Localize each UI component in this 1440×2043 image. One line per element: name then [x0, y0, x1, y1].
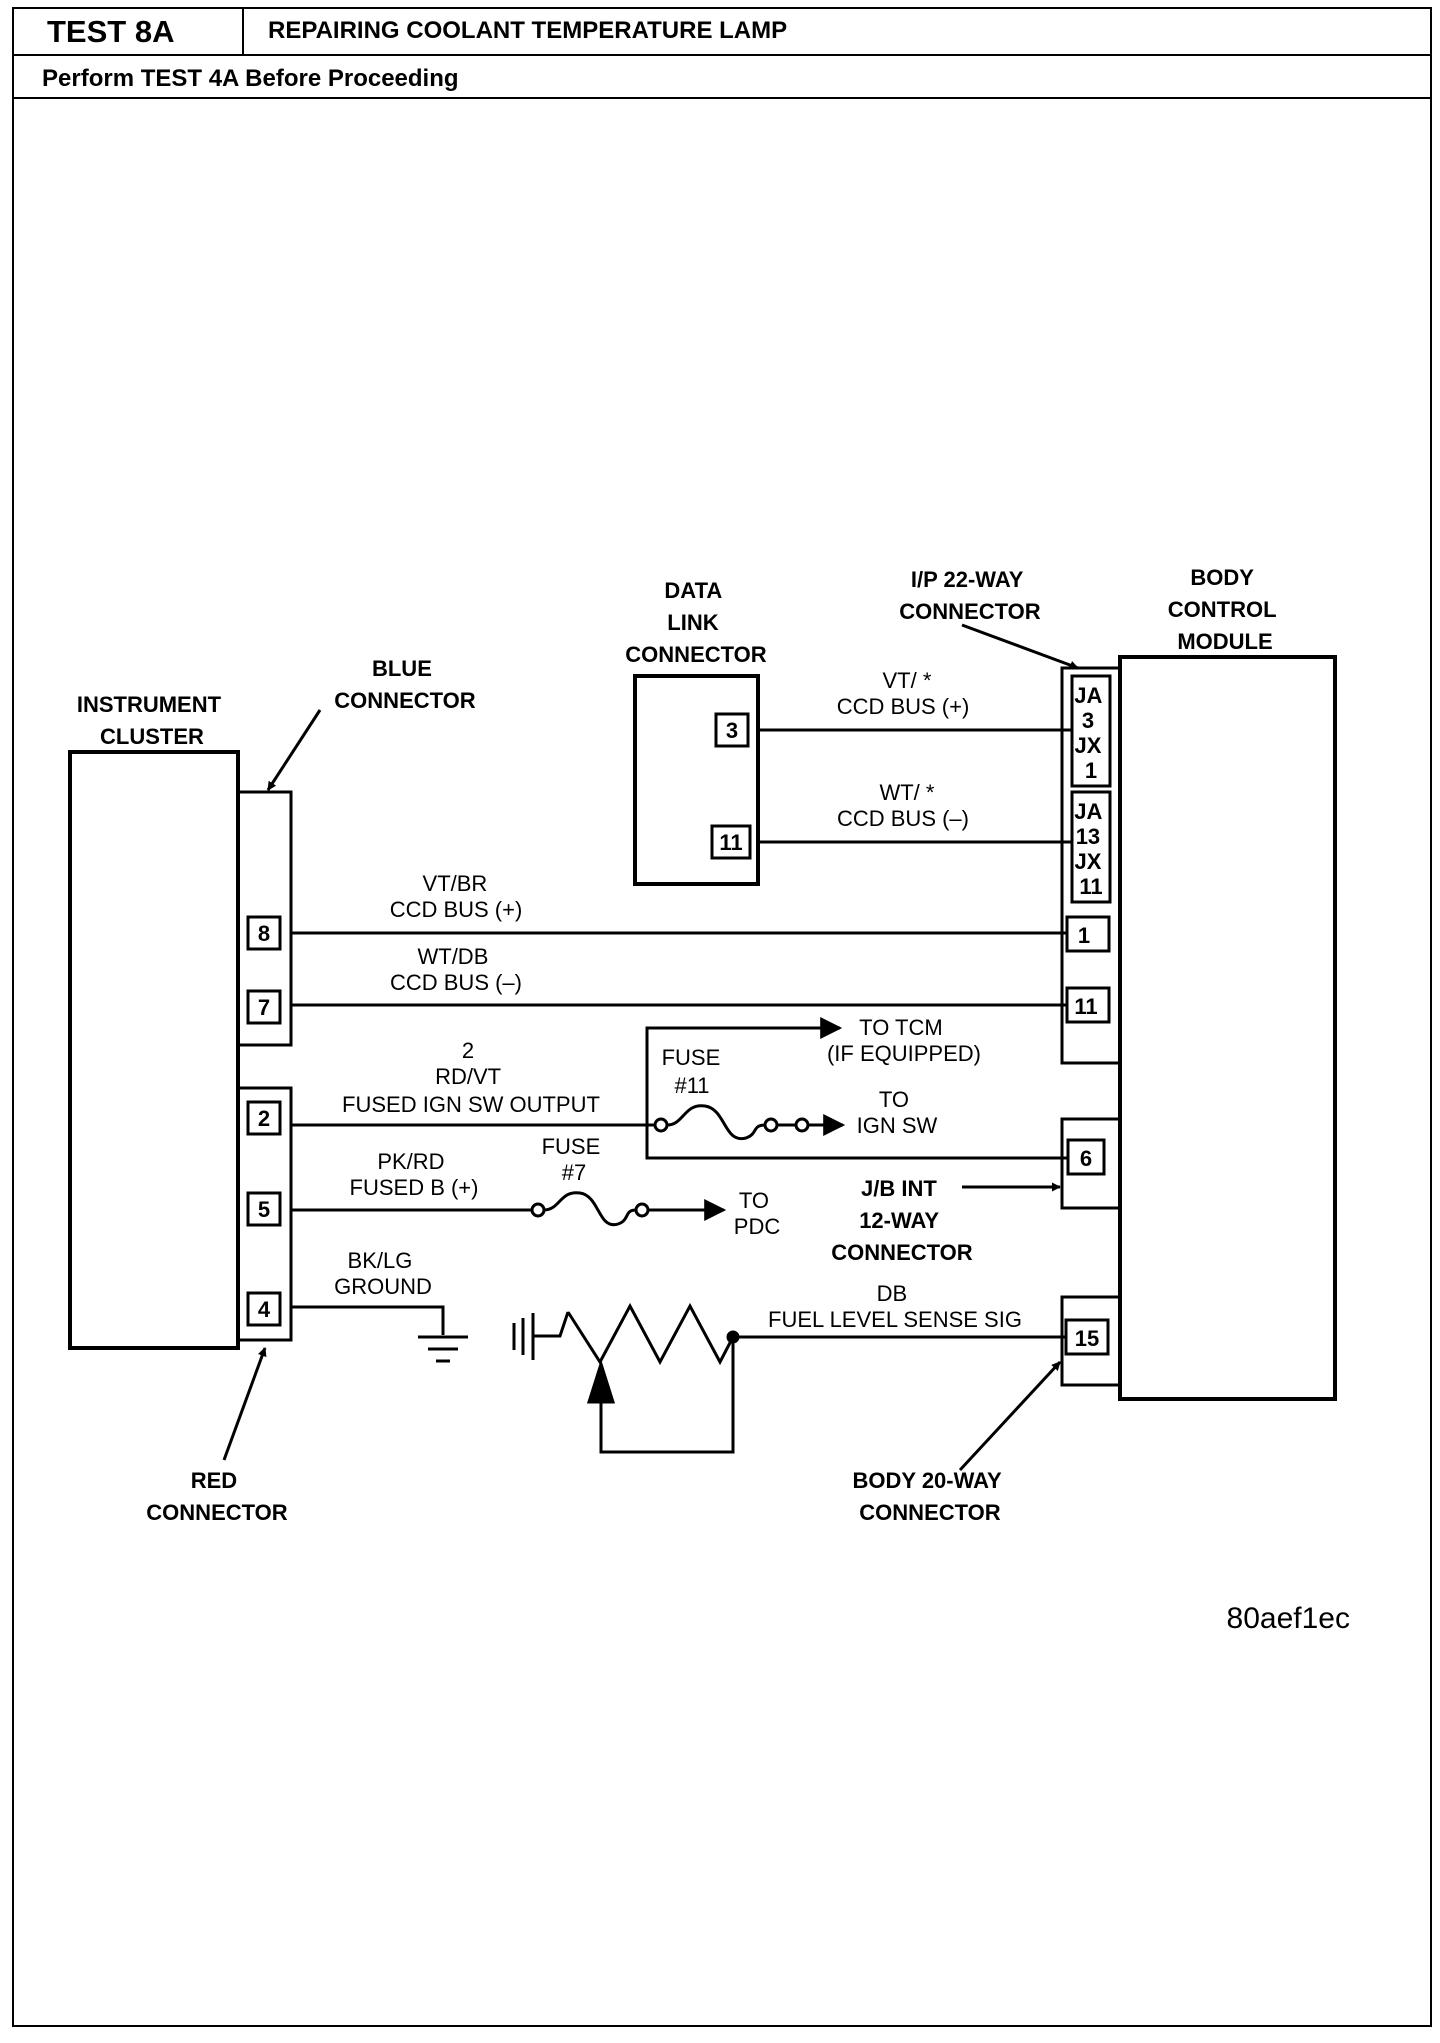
bcm-pin-1: 1: [1078, 923, 1090, 948]
wires: [291, 728, 1072, 1339]
battery-ground-icon: [512, 1311, 570, 1360]
ground-symbol-icon: [418, 1335, 468, 1363]
cluster-pin-5: 5: [258, 1197, 270, 1222]
variable-resistor-icon: [566, 1302, 740, 1454]
cluster-pin-4: 4: [258, 1297, 271, 1322]
wire-label-bus-plus: VT/BR CCD BUS (+): [390, 871, 523, 922]
bcm-pin-15: 15: [1075, 1326, 1099, 1351]
instrument-cluster-box: [68, 750, 240, 1350]
fuse-11-label: FUSE #11: [662, 1045, 727, 1098]
blue-connector-label: BLUE CONNECTOR: [334, 656, 475, 713]
cluster-pin-7: 7: [258, 995, 270, 1020]
prerequisite-note: Perform TEST 4A Before Proceeding: [42, 65, 459, 92]
pdc-destination: TO PDC: [734, 1188, 781, 1239]
test-title: REPAIRING COOLANT TEMPERATURE LAMP: [268, 17, 787, 44]
wire-label-fused-b: PK/RD FUSED B (+): [350, 1149, 479, 1200]
jb-connector-label: J/B INT 12-WAY CONNECTOR: [831, 1176, 972, 1265]
body-connector-label: BODY 20-WAY CONNECTOR: [853, 1468, 1008, 1525]
wire-label-ground: BK/LG GROUND: [334, 1248, 432, 1299]
bcm-pin-11: 11: [1074, 994, 1097, 1019]
body-connector-pointer: [958, 1360, 1062, 1472]
body-control-module-box: [1118, 655, 1337, 1401]
fuse-7-icon: [530, 1191, 720, 1227]
tcm-destination: TO TCM (IF EQUIPPED): [827, 1015, 981, 1066]
body-control-module-label: BODY CONTROL MODULE: [1168, 565, 1283, 654]
wire-label-dlc-minus: WT/ * CCD BUS (–): [837, 780, 969, 831]
fuse-11-icon: [653, 1104, 810, 1141]
red-connector-pointer: [222, 1347, 267, 1461]
data-link-connector-label: DATA LINK CONNECTOR: [625, 578, 766, 667]
ip-connector-label: I/P 22-WAY CONNECTOR: [899, 567, 1040, 624]
wire-label-dlc-plus: VT/ * CCD BUS (+): [837, 668, 970, 719]
ip-connector-pointer: [961, 623, 1079, 670]
bcm-pin-6: 6: [1080, 1146, 1092, 1171]
cluster-pin-8: 8: [258, 921, 270, 946]
red-connector-label: RED CONNECTOR: [146, 1468, 287, 1525]
test-id: TEST 8A: [47, 14, 174, 49]
ign-sw-destination: TO IGN SW: [857, 1087, 938, 1138]
cluster-pin-2: 2: [258, 1106, 270, 1131]
cluster-pin-boxes: [246, 915, 282, 1327]
data-link-connector-box: [633, 674, 760, 886]
blue-connector: [236, 790, 293, 1047]
blue-connector-pointer: [266, 709, 322, 791]
wire-label-bus-minus: WT/DB CCD BUS (–): [390, 944, 522, 995]
ip-pin-group-a: JA 3 JX 1: [1074, 683, 1107, 783]
fuse-7-label: FUSE #7: [542, 1134, 607, 1185]
ip-pin-group-b: JA 13 JX 11: [1074, 799, 1107, 899]
dlc-pin-boxes: [710, 712, 752, 860]
dlc-pin-11: 11: [719, 830, 742, 855]
figure-code: 80aef1ec: [1227, 1602, 1350, 1635]
red-connector: [236, 1086, 293, 1342]
wire-label-ign: 2 RD/VT FUSED IGN SW OUTPUT: [342, 1038, 600, 1117]
instrument-cluster-label: INSTRUMENT CLUSTER: [77, 692, 227, 749]
dlc-pin-3: 3: [726, 718, 738, 743]
header-frame: [12, 7, 1432, 2027]
wire-label-fuel: DB FUEL LEVEL SENSE SIG: [768, 1281, 1022, 1332]
